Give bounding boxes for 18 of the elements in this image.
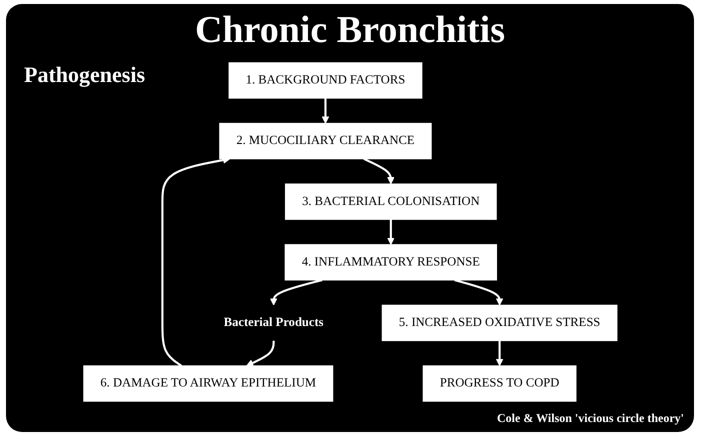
title: Chronic Bronchitis [194,8,506,52]
arrow [454,279,503,306]
process-box: 4. INFLAMMATORY RESPONSE [284,244,497,280]
process-box: PROGRESS TO COPD [422,365,576,402]
arrow [496,340,503,366]
node-text: Bacterial Products [223,316,324,330]
process-box: 1. BACKGROUND FACTORS [228,62,422,99]
arrow [270,279,322,306]
arrow [246,340,274,366]
process-box: 3. BACTERIAL COLONISATION [284,184,496,220]
process-box: 6. DAMAGE TO AIRWAY EPITHELIUM [82,365,333,402]
process-box: 2. MUCOCILIARY CLEARANCE [218,122,432,160]
process-box: 5. INCREASED OXIDATIVE STRESS [381,304,618,342]
subtitle-label: Pathogenesis [24,62,145,88]
source-note: Cole & Wilson 'vicious circle theory' [497,411,684,426]
arrow [386,219,394,245]
arrow [363,158,394,184]
arrow [321,98,329,124]
